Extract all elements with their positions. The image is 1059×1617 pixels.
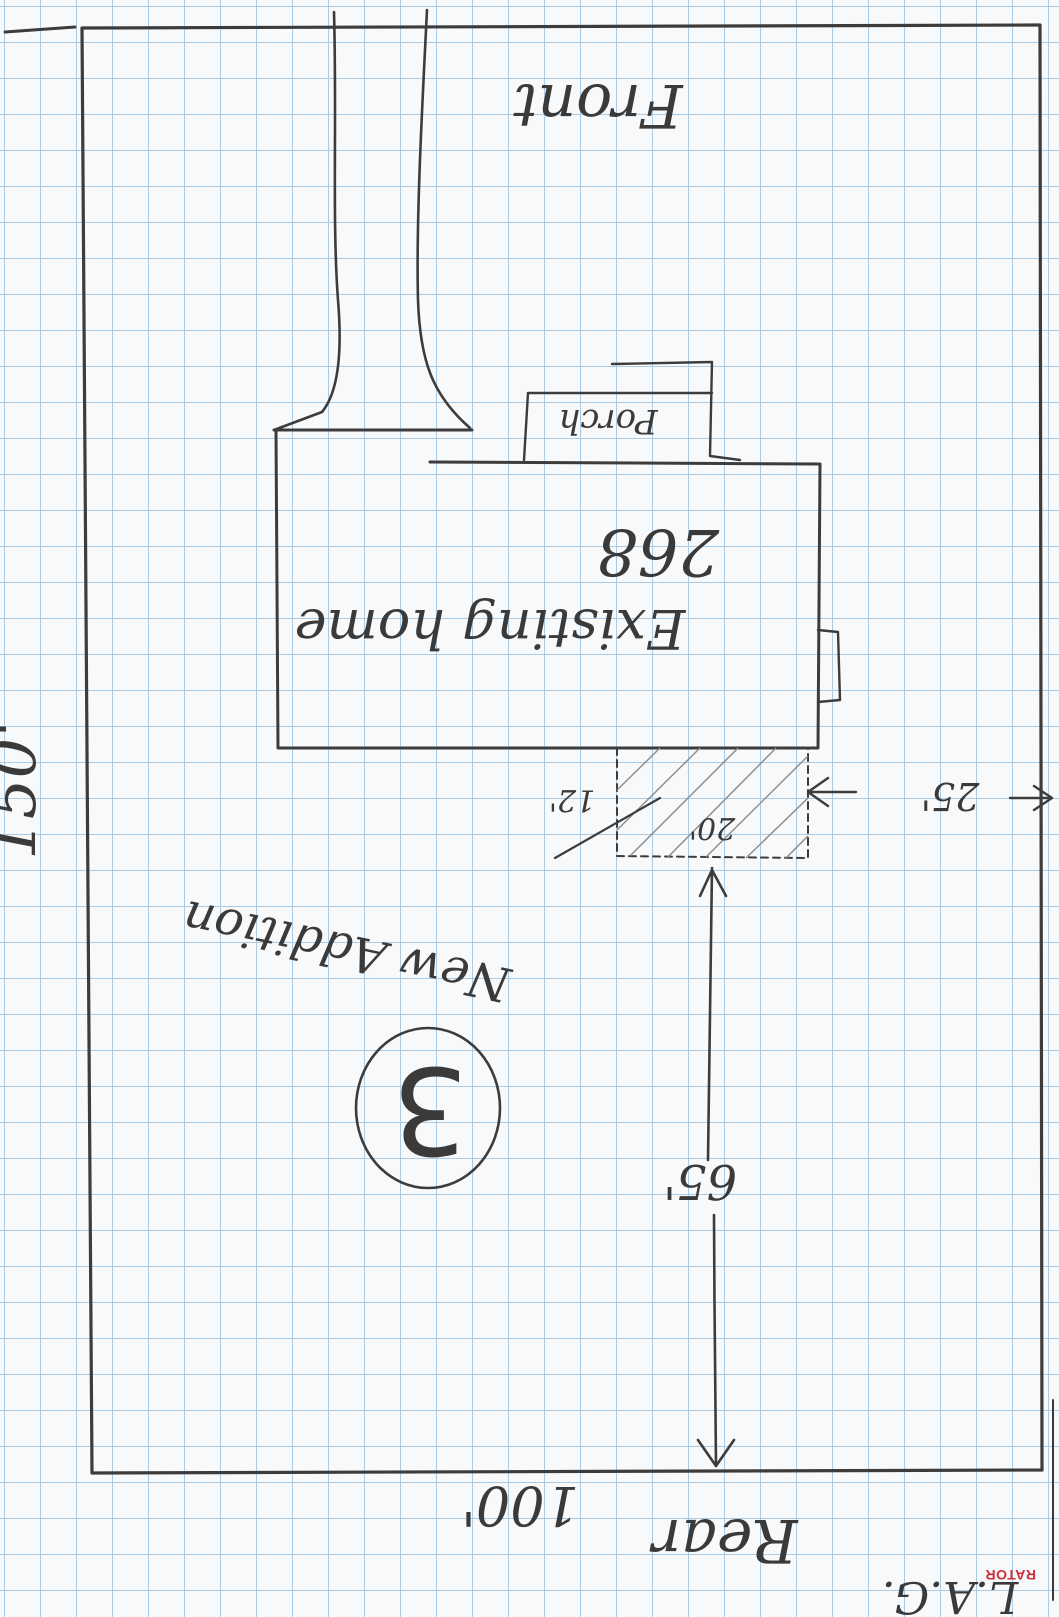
rear-setback-label: 65' <box>663 1153 737 1209</box>
new-addition-footprint <box>553 747 809 860</box>
lot-boundary <box>80 23 1044 1475</box>
existing-home-label: Existing home <box>295 597 687 660</box>
addition-depth-label: 12' <box>549 782 595 817</box>
rear-label: Rear <box>649 1505 798 1575</box>
porch-outline <box>522 360 742 462</box>
side-setback-label: 25' <box>921 774 981 818</box>
initials-label: L.A.G. <box>882 1571 1020 1617</box>
driveway <box>272 8 472 432</box>
lot-number-label: 3 <box>392 1039 468 1178</box>
corner-tick <box>3 25 77 34</box>
front-label: Front <box>513 70 684 140</box>
new-addition-label: New Addition <box>178 889 516 1013</box>
lot-width-label: 100' <box>461 1474 579 1537</box>
lot-number-circle <box>354 1026 502 1190</box>
side-setback-arrow <box>806 776 1054 812</box>
stamp-fragment: RATOR <box>985 1567 1036 1583</box>
addition-width-label: 20' <box>689 810 736 845</box>
lot-depth-label: 150' <box>0 720 51 860</box>
house-bumpout <box>816 628 842 704</box>
house-number-label: 268 <box>597 514 720 588</box>
porch-label: Porch <box>558 401 658 441</box>
rear-setback-arrow <box>696 866 736 1468</box>
existing-house-outline <box>272 428 822 750</box>
